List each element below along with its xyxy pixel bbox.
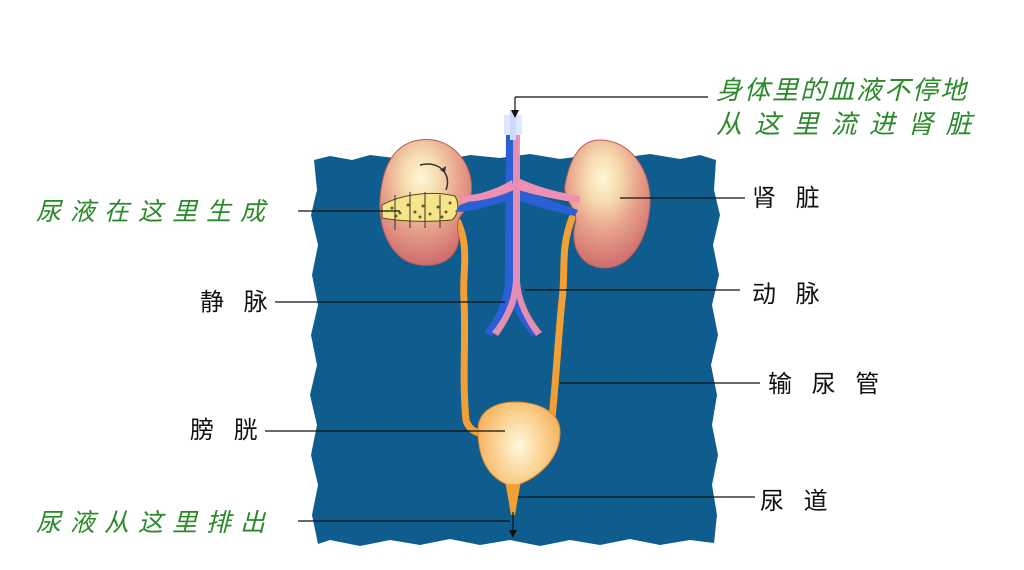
label-kidney: 肾 脏 xyxy=(752,184,826,212)
renal-artery-right xyxy=(518,178,580,203)
blood-inflow-arrow xyxy=(511,96,708,118)
label-vein: 静 脉 xyxy=(200,288,274,316)
ureter-left xyxy=(454,218,486,438)
label-urethra: 尿 道 xyxy=(760,487,834,515)
renal-artery-left xyxy=(460,180,514,202)
vena-cava xyxy=(484,130,540,336)
urethra xyxy=(506,484,520,515)
right-kidney xyxy=(564,139,651,269)
label-urine-formed: 尿液在这里生成 xyxy=(36,197,275,226)
leader-lines xyxy=(265,197,760,522)
label-blood-in-line1: 身体里的血液不停地 xyxy=(716,76,969,106)
label-ureter: 输 尿 管 xyxy=(768,370,886,398)
label-blood-in-line2: 从 这 里 流 进 肾 脏 xyxy=(716,110,974,140)
label-bladder: 膀 胱 xyxy=(190,416,264,444)
aorta xyxy=(492,130,542,336)
label-artery: 动 脉 xyxy=(752,280,826,308)
urine-outflow-arrow xyxy=(509,512,517,538)
urine-formation-region xyxy=(381,192,459,230)
label-urine-out: 尿液从这里排出 xyxy=(36,508,275,537)
